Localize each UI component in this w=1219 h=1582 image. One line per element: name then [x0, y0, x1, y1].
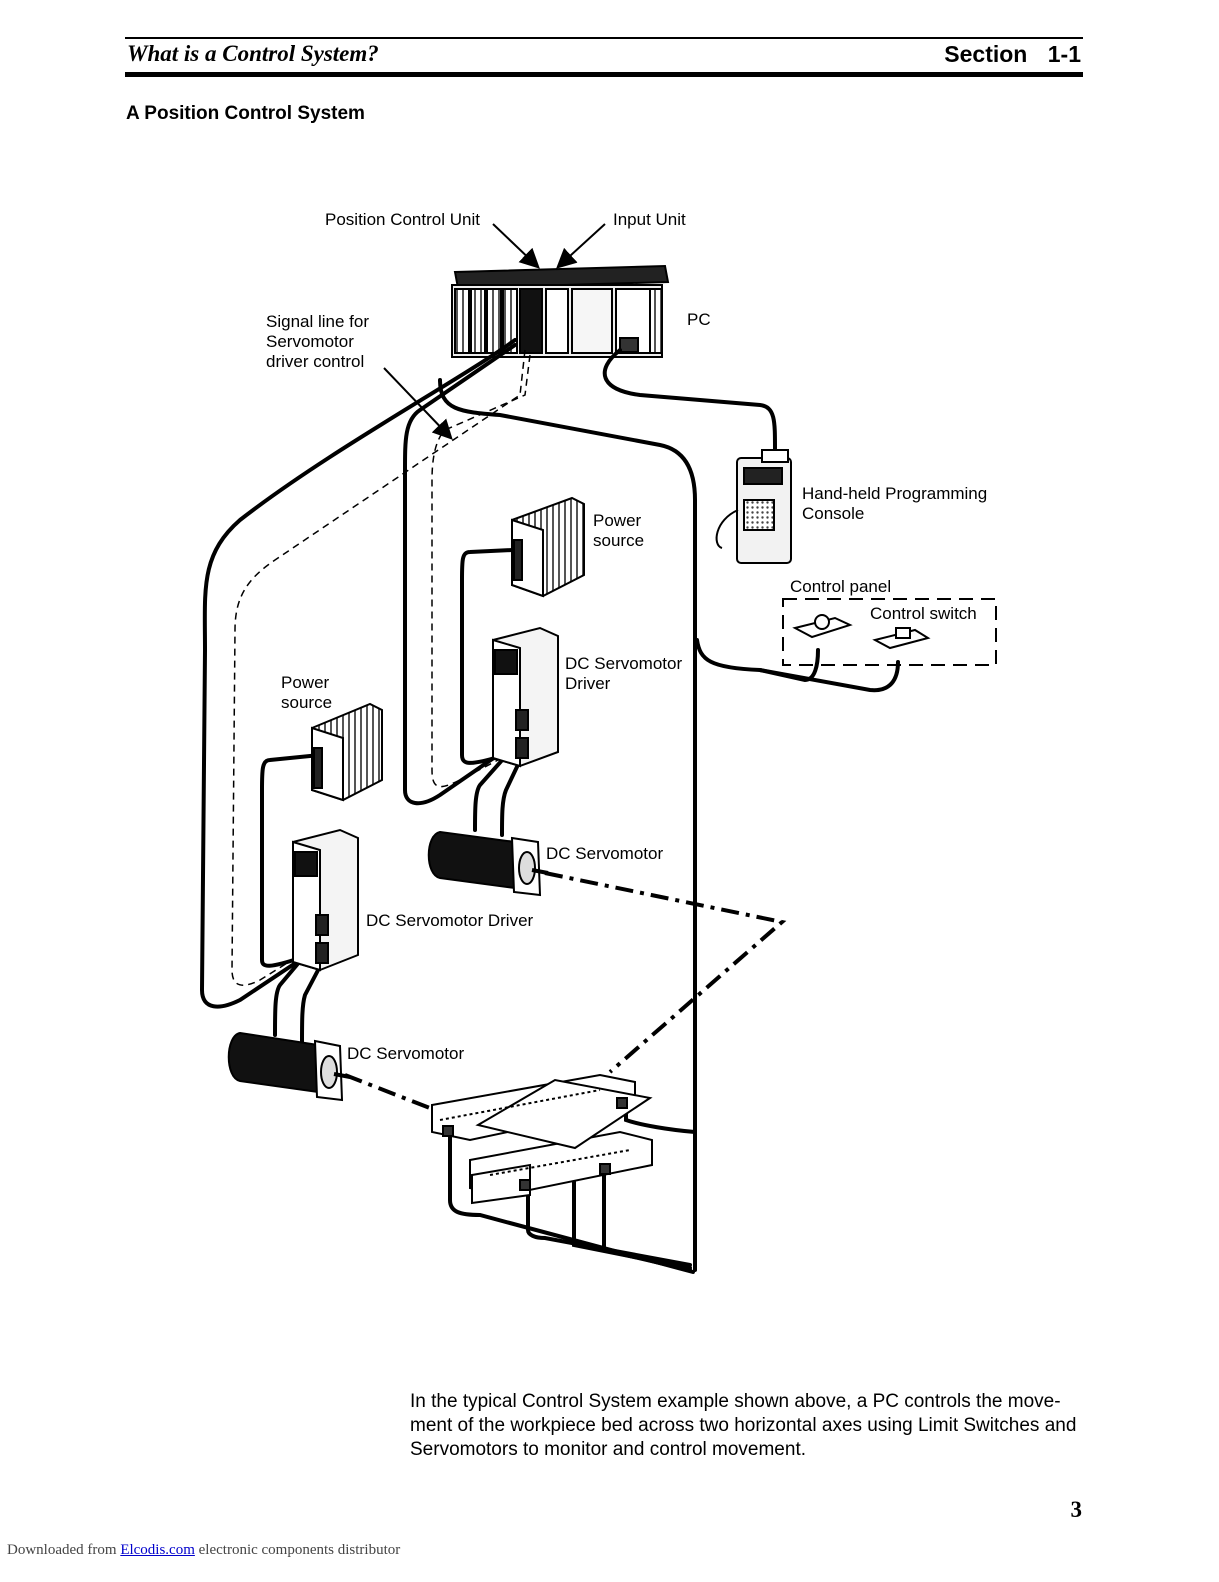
label-signal-line: Signal line for Servomotor driver contro… — [266, 312, 370, 371]
handheld-console — [715, 449, 792, 564]
footer-suffix: electronic components distributor — [198, 1542, 401, 1558]
servo-driver-upper — [492, 626, 559, 768]
header-rule-bottom — [125, 72, 1083, 77]
label-position-control-unit: Position Control Unit — [325, 210, 480, 229]
footer: Downloaded from Elcodis.com electronic c… — [7, 1542, 400, 1559]
label-dc-servomotor-driver-lower: DC Servomotor Driver — [366, 911, 534, 930]
pc-rack — [451, 264, 670, 358]
control-panel — [782, 598, 997, 666]
page-number: 3 — [1070, 1497, 1083, 1522]
label-dc-servomotor-lower: DC Servomotor — [347, 1044, 465, 1063]
power-source-lower — [311, 702, 383, 802]
servo-driver-lower — [292, 828, 359, 972]
servomotor-lower — [227, 1031, 351, 1102]
cables — [199, 338, 900, 1274]
label-dc-servomotor-driver-upper: DC Servomotor Driver — [565, 654, 683, 693]
label-dc-servomotor-upper: DC Servomotor — [546, 844, 664, 863]
label-control-switch: Control switch — [870, 604, 977, 623]
xy-table — [431, 1073, 653, 1205]
page-subheading: A Position Control System — [126, 103, 365, 124]
body-paragraph: In the typical Control System example sh… — [410, 1391, 1077, 1460]
label-power-source-upper: Power source — [593, 511, 645, 550]
label-control-panel: Control panel — [790, 577, 892, 596]
label-pc: PC — [687, 310, 711, 329]
footer-link[interactable]: Elcodis.com — [120, 1542, 195, 1558]
label-handheld-console: Hand-held Programming Console — [802, 484, 988, 523]
header-title: What is a Control System? — [127, 41, 379, 66]
footer-prefix: Downloaded from — [7, 1542, 117, 1558]
header-rule-top — [125, 37, 1083, 39]
signal-lines — [231, 349, 531, 986]
servomotor-upper — [427, 830, 549, 897]
header-section: Section 1-1 — [944, 41, 1081, 67]
label-power-source-lower: Power source — [281, 673, 333, 712]
power-source-upper — [511, 496, 585, 598]
mechanical-links — [344, 871, 787, 1114]
label-input-unit: Input Unit — [613, 210, 686, 229]
